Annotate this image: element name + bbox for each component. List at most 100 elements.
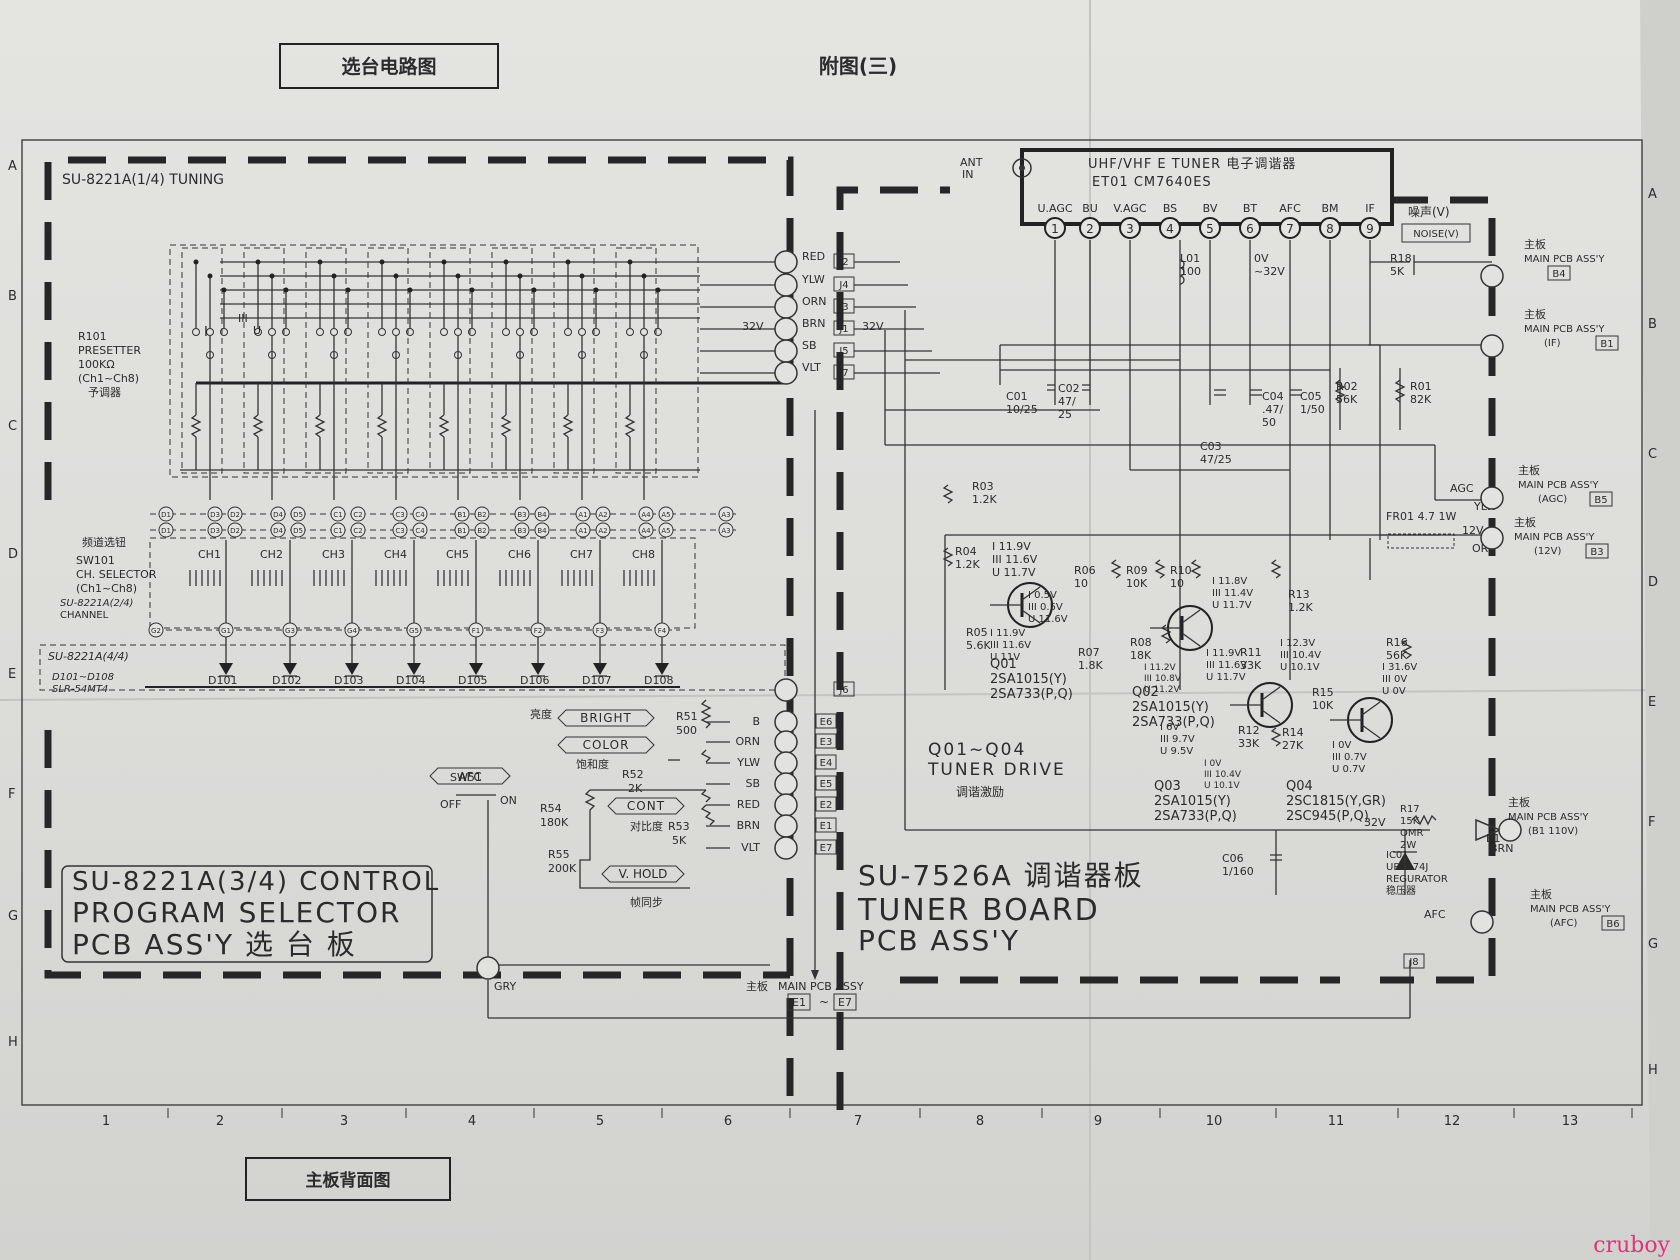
presetter-channel-4 [367, 247, 409, 474]
grid-row-left: A [8, 159, 17, 174]
band-contact [640, 328, 648, 336]
transistors [990, 582, 1393, 743]
bright-control[interactable]: BRIGHT [557, 709, 655, 727]
bus-connector [833, 253, 855, 269]
cont-control[interactable]: CONT [607, 797, 685, 815]
e-conn-label: E6 [820, 717, 833, 728]
svg-text:SW101: SW101 [76, 554, 115, 567]
node-label: B2 [477, 511, 486, 519]
channel-node-rows: D1D1D3D3D2D2D4D4D5D5C1C1C2C2C3C3C4C4B1B1… [150, 506, 740, 538]
r10-label: 10 [1170, 577, 1184, 590]
svg-text:~: ~ [819, 995, 829, 1009]
tuner-pin-number: 5 [1206, 222, 1214, 236]
q04b-label: III 0.7V [1332, 752, 1367, 763]
svg-text:500: 500 [676, 724, 697, 737]
node-label: C4 [415, 527, 425, 535]
afc-label: AFC [1424, 908, 1446, 921]
channel-switch-contact [387, 570, 395, 586]
node-C2 [350, 522, 366, 538]
junction [283, 287, 289, 293]
node-label: B4 [537, 527, 547, 535]
output-ref: B5 [1594, 495, 1607, 506]
j8-connector [1403, 953, 1425, 969]
svg-text:5K: 5K [672, 834, 687, 847]
q02e-label: III 11.4V [1212, 588, 1253, 599]
node-D4 [270, 506, 286, 522]
contact [268, 351, 276, 359]
tuner-pin [1044, 217, 1066, 239]
tuner-pin [1359, 217, 1381, 239]
contact [392, 351, 400, 359]
q04c-label: U 0V [1382, 686, 1406, 697]
r09-label: 10K [1126, 577, 1148, 590]
junction [655, 287, 661, 293]
channel-label-1: CH1 [198, 548, 221, 561]
channel-switch-contact [499, 570, 507, 586]
control-board-outline [44, 730, 790, 979]
q01v-label: I 11.9V [992, 540, 1031, 553]
grid-row-left: G [8, 909, 18, 924]
tuner-pin-number: 9 [1366, 222, 1374, 236]
r07-label: R07 [1078, 646, 1100, 659]
grid-row-left: F [8, 787, 15, 802]
node-C3 [392, 522, 408, 538]
r06-label: 10 [1074, 577, 1088, 590]
node-A4 [638, 522, 654, 538]
node-label: A1 [578, 511, 587, 519]
node-A3 [718, 522, 734, 538]
tuner-pin-name: BS [1163, 202, 1177, 215]
presetter-channel-8 [615, 247, 657, 474]
r10-label: R10 [1170, 564, 1192, 577]
r15-label: R15 [1312, 686, 1334, 699]
color-control[interactable]: COLOR [557, 736, 655, 754]
vhold-control[interactable]: V. HOLD [601, 865, 685, 883]
c01-label: C01 [1006, 390, 1028, 403]
q02e-label: U 11.7V [1212, 600, 1252, 611]
channel-switch-contact [337, 570, 345, 586]
svg-text:R51: R51 [676, 710, 698, 723]
bus-wire-label: SB [802, 339, 817, 352]
channel-label-8: CH8 [632, 548, 655, 561]
channel-label-6: CH6 [508, 548, 531, 561]
control-terminal [774, 751, 798, 775]
tuner-board-outline [836, 186, 950, 1110]
diode-part-2: SLR-54MT4 [52, 684, 108, 695]
diode-node-label: F2 [534, 627, 542, 635]
afc-tag [429, 767, 511, 785]
node-label: B2 [477, 527, 486, 535]
vhold-cn: 帧同步 [630, 895, 663, 909]
r17-label: 15K [1400, 816, 1420, 827]
q03e-label: U 10.1V [1280, 662, 1320, 673]
noise-label: 噪声(V) [1408, 205, 1450, 219]
tuner-part: ET01 CM7640ES [1092, 175, 1212, 190]
color-cn: 饱和度 [576, 757, 609, 771]
presetter-columns [180, 247, 786, 500]
c02-label: 47/ [1058, 395, 1076, 408]
grid-row-right: F [1648, 815, 1655, 830]
tuner-pin-name: IF [1365, 202, 1375, 215]
q02b-label: III 10.8V [1144, 674, 1182, 684]
control-terminal [774, 814, 798, 838]
svg-text:E7: E7 [838, 996, 852, 1009]
svg-text:R52: R52 [622, 768, 644, 781]
tuner-pin [1079, 217, 1101, 239]
junction [455, 273, 461, 279]
control-wire-label: ORN [735, 735, 760, 748]
antenna-input [1012, 158, 1032, 178]
tuner-wiring [884, 240, 1492, 831]
afc-switch[interactable]: SW51 AFC OFF ON [429, 767, 517, 811]
svg-text:III: III [238, 312, 248, 325]
control-terminal [774, 793, 798, 817]
diode-node-label: F3 [596, 627, 604, 635]
junction [331, 273, 337, 279]
bus-32v-right: 32V [862, 320, 884, 333]
output-terminal-5 [1498, 818, 1522, 842]
presetter-channel-5 [429, 247, 471, 474]
c05-label: 1/50 [1300, 403, 1325, 416]
output-signal: (AGC) [1538, 494, 1567, 505]
output-en: MAIN PCB ASS'Y [1524, 324, 1605, 335]
junction [579, 273, 585, 279]
e-connector [815, 817, 837, 833]
node-label: D1 [161, 527, 171, 535]
